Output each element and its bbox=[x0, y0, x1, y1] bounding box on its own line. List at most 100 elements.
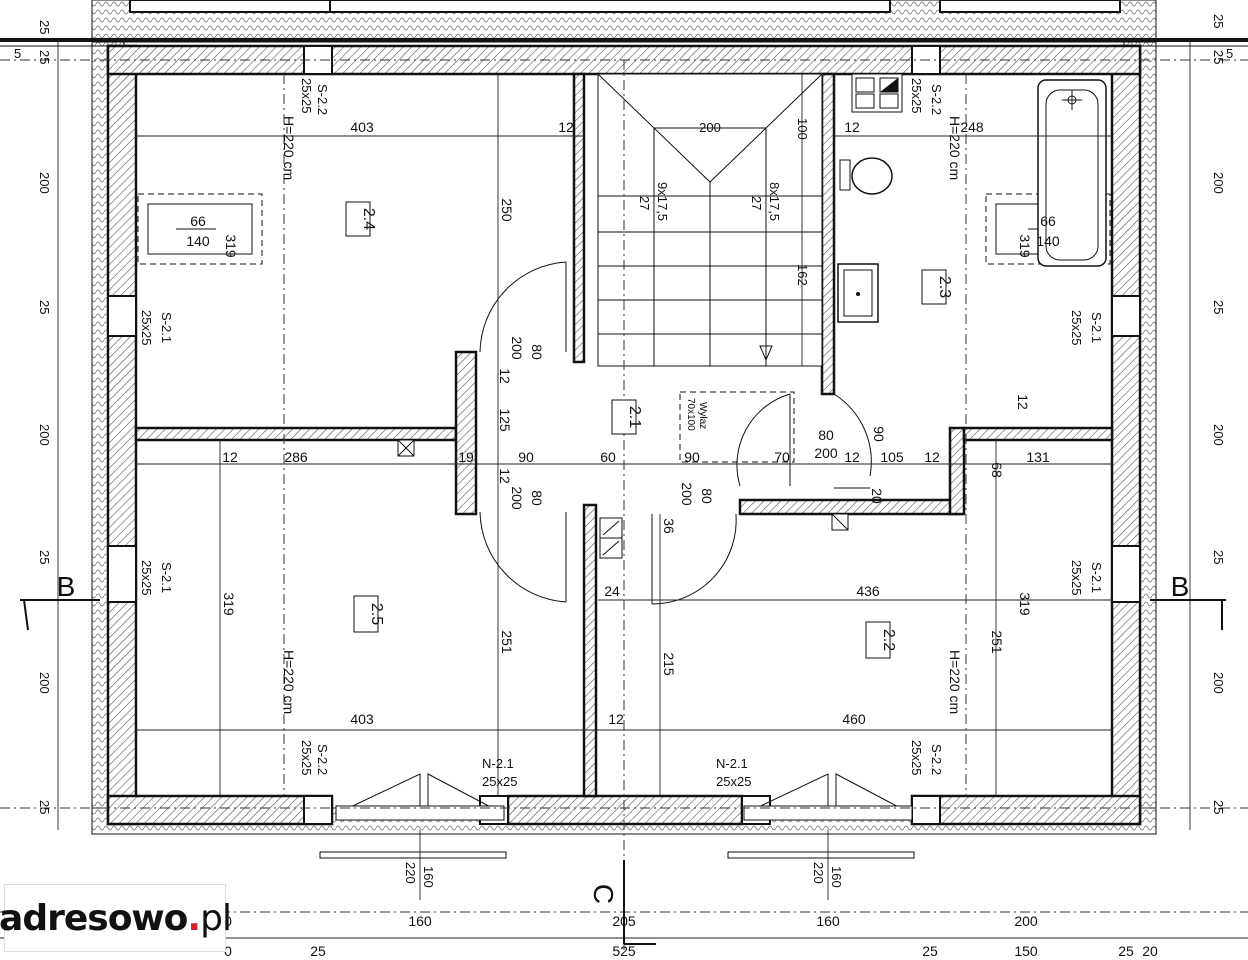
dim-left: 25 bbox=[37, 20, 52, 34]
hatch-label: Wyłaz 70x100 bbox=[685, 398, 708, 431]
room-heights: H=220 cm H=220 cm H=220 cm H=220 cm bbox=[281, 116, 963, 714]
skylight-length: 140 bbox=[186, 233, 210, 249]
column-label: S-2.2 bbox=[315, 744, 330, 775]
dim-door: 125 bbox=[497, 408, 513, 432]
dim-right: 200 bbox=[1211, 672, 1226, 694]
room-label-2-4: 2.4 bbox=[360, 208, 377, 230]
logo-main: adresowo bbox=[0, 897, 188, 939]
dim-bottom-2: 0 bbox=[224, 943, 232, 959]
dim-bottom-2: 25 bbox=[1118, 943, 1134, 959]
dim-top-room: 12 bbox=[844, 119, 860, 135]
skylight-labels: 66 140 319 66 140 319 bbox=[186, 213, 1060, 258]
column-label: S-2.1 bbox=[159, 312, 174, 343]
stair-labels: 9x17,5 27 8x17,5 27 200 100 162 bbox=[637, 118, 810, 286]
staircase bbox=[597, 73, 823, 367]
dim-window: 160 bbox=[829, 866, 844, 888]
dim-mid: 90 bbox=[684, 449, 700, 465]
column-size: 25x25 bbox=[299, 78, 314, 113]
right-dimensions: 25 5 25 200 25 200 25 200 25 bbox=[1211, 14, 1233, 814]
dim-door: 80 bbox=[529, 344, 545, 360]
column-label: N-2.1 bbox=[716, 756, 748, 771]
dim-right: 25 bbox=[1211, 300, 1226, 314]
column-size: 25x25 bbox=[909, 78, 924, 113]
dim-bottom-1: 200 bbox=[1014, 913, 1038, 929]
dim-mid: 286 bbox=[284, 449, 308, 465]
stair-tread: 27 bbox=[749, 196, 764, 210]
dim-top-room: 12 bbox=[558, 119, 574, 135]
dim-lower: 436 bbox=[856, 583, 880, 599]
vent-shafts bbox=[397, 439, 849, 559]
dim-door: 80 bbox=[818, 427, 834, 443]
dim-bottom-1: 0 bbox=[224, 913, 232, 929]
column-label: S-2.2 bbox=[315, 84, 330, 115]
column-label: S-2.1 bbox=[1089, 562, 1104, 593]
section-letters: B B C bbox=[57, 571, 1190, 904]
dim-right: 200 bbox=[1211, 172, 1226, 194]
section-label-b-right: B bbox=[1171, 571, 1190, 602]
room-label-2-1: 2.1 bbox=[626, 406, 643, 428]
dim-window: 220 bbox=[403, 862, 418, 884]
room-height-2-2: H=220 cm bbox=[947, 650, 963, 714]
column-label: S-2.2 bbox=[929, 84, 944, 115]
dim-vertical: 251 bbox=[499, 630, 515, 654]
dim-door: 12 bbox=[497, 468, 513, 484]
dim-bottom-1: 160 bbox=[816, 913, 840, 929]
dim-right: 25 bbox=[1211, 800, 1226, 814]
dim-right: 25 bbox=[1211, 14, 1226, 28]
dim-mid: 12 bbox=[844, 449, 860, 465]
column-size: 25x25 bbox=[1069, 310, 1084, 345]
dim-left: 200 bbox=[37, 672, 52, 694]
logo-tld: pl bbox=[200, 897, 232, 939]
room-label-2-5: 2.5 bbox=[368, 603, 385, 625]
skylight-height: 319 bbox=[1017, 234, 1033, 258]
dim-mid: 60 bbox=[600, 449, 616, 465]
bathroom-fixtures bbox=[837, 73, 1107, 323]
section-markers bbox=[20, 599, 1226, 945]
column-labels: S-2.2 25x25 S-2.2 25x25 S-2.1 25x25 S-2.… bbox=[139, 78, 1104, 789]
dim-left: 25 bbox=[37, 800, 52, 814]
dim-bottom-2: 25 bbox=[310, 943, 326, 959]
dim-door: 200 bbox=[814, 445, 838, 461]
room-height-2-5: H=220 cm bbox=[281, 650, 297, 714]
skylight-length: 140 bbox=[1036, 233, 1060, 249]
dim-door: 12 bbox=[497, 368, 513, 384]
dim-left: 200 bbox=[37, 424, 52, 446]
section-label-c: C bbox=[588, 884, 619, 904]
dim-vertical: 215 bbox=[661, 652, 677, 676]
doors bbox=[479, 261, 872, 605]
dim-lower: 460 bbox=[842, 711, 866, 727]
column-label: S-2.1 bbox=[1089, 312, 1104, 343]
roof-hatch bbox=[679, 391, 795, 463]
dim-right: 200 bbox=[1211, 424, 1226, 446]
dim-left: 25 bbox=[37, 300, 52, 314]
section-label-b-left: B bbox=[57, 571, 76, 602]
dim-left: 200 bbox=[37, 172, 52, 194]
dim-door: 68 bbox=[989, 462, 1005, 478]
dim-mid: 90 bbox=[518, 449, 534, 465]
dim-door: 200 bbox=[509, 336, 525, 360]
column-label: N-2.1 bbox=[482, 756, 514, 771]
stair-width: 200 bbox=[699, 120, 721, 135]
dim-right: 25 bbox=[1211, 50, 1226, 64]
hatch-size: 70x100 bbox=[685, 398, 696, 431]
dim-vertical: 12 bbox=[1015, 394, 1031, 410]
skylight-width: 66 bbox=[190, 213, 206, 229]
column-size: 25x25 bbox=[139, 310, 154, 345]
left-dimensions: 25 5 25 200 25 200 25 200 25 bbox=[14, 20, 52, 814]
dim-bottom-2: 20 bbox=[1142, 943, 1158, 959]
room-label-2-3: 2.3 bbox=[936, 276, 953, 298]
dim-top-room: 248 bbox=[960, 119, 984, 135]
dim-mid: 19 bbox=[458, 449, 474, 465]
room-labels: 2.4 2.3 2.1 2.5 2.2 bbox=[345, 201, 953, 659]
adresowo-logo[interactable]: adresowo.pl bbox=[0, 884, 232, 952]
dim-door: 90 bbox=[871, 426, 887, 442]
interior-walls bbox=[134, 72, 1114, 798]
dim-left: 5 bbox=[14, 46, 21, 61]
dim-window: 220 bbox=[811, 862, 826, 884]
dim-bottom-1: 160 bbox=[408, 913, 432, 929]
room-height-2-4: H=220 cm bbox=[281, 116, 297, 180]
room-label-2-2: 2.2 bbox=[880, 629, 897, 651]
dim-left: 25 bbox=[37, 50, 52, 64]
stair-run: 162 bbox=[795, 264, 810, 286]
dim-door: 80 bbox=[699, 488, 715, 504]
